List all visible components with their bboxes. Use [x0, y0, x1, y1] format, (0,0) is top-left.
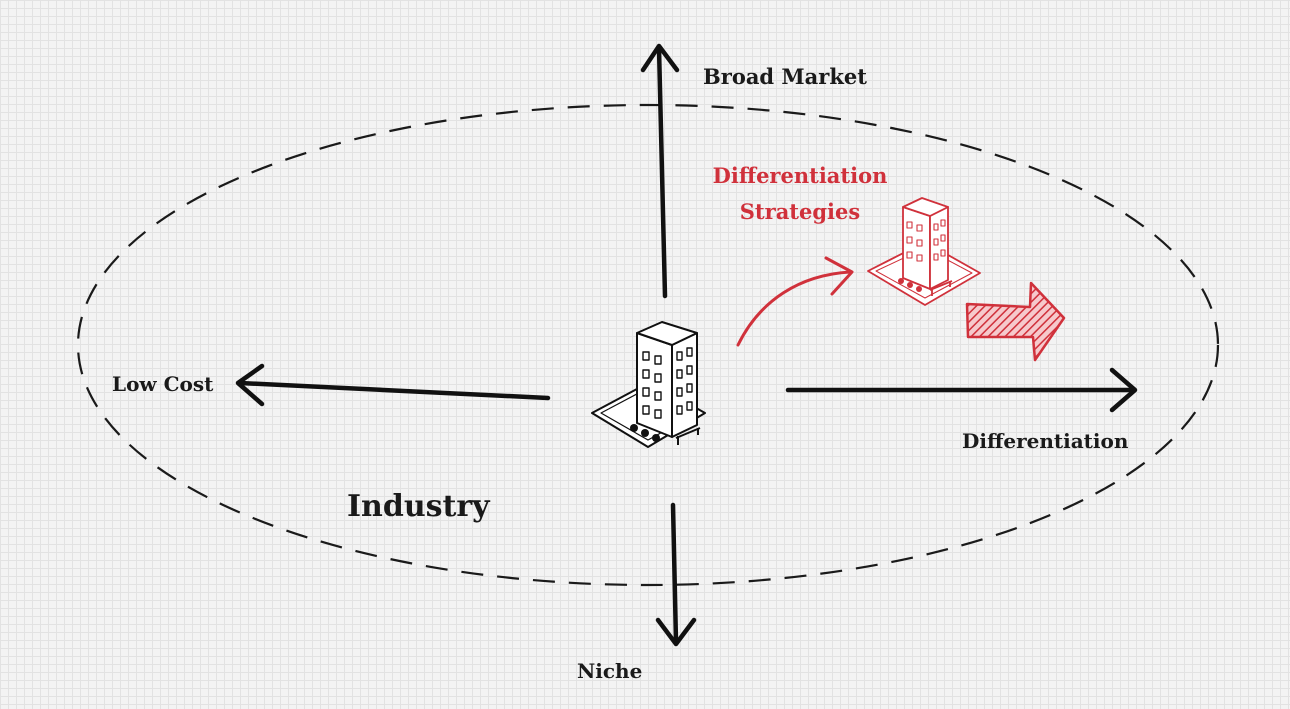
main-building-icon [591, 321, 706, 448]
industry-boundary [76, 103, 1220, 587]
strategy-curve-arrow [736, 256, 854, 347]
label-strategy-line2: Strategies [740, 199, 860, 224]
axis-up-arrow [640, 43, 680, 299]
strategy-building-icon [867, 197, 981, 306]
axis-right-arrow [785, 367, 1138, 413]
label-industry: Industry [347, 489, 491, 524]
axis-down-arrow [655, 502, 697, 647]
hatched-arrow-icon [965, 281, 1066, 362]
label-broad-market: Broad Market [703, 64, 867, 89]
label-strategy-line1: Differentiation [713, 163, 888, 188]
label-low-cost: Low Cost [112, 372, 214, 396]
axis-left-arrow [235, 363, 551, 407]
label-niche: Niche [577, 659, 642, 683]
label-differentiation: Differentiation [962, 429, 1129, 453]
